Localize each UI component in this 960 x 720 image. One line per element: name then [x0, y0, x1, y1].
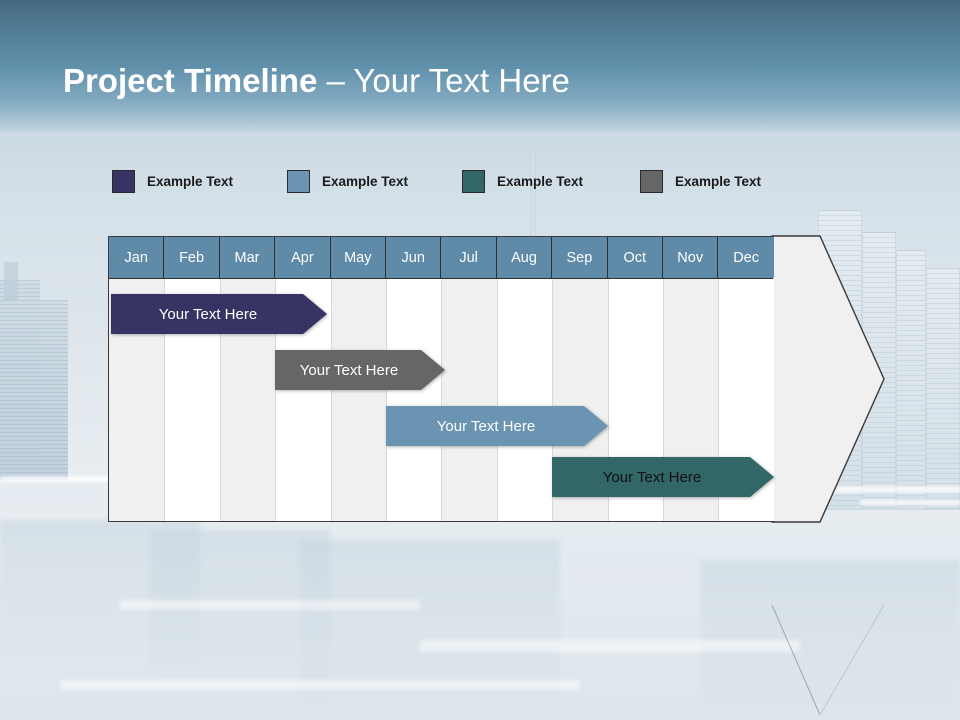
column-separator	[164, 278, 166, 521]
month-label: Oct	[623, 249, 647, 266]
month-header-jul: Jul	[441, 237, 497, 278]
column-separator	[607, 278, 609, 521]
legend-item-label: Example Text	[147, 173, 234, 189]
legend-swatch-teal	[462, 169, 485, 193]
timeline-grid: Jan Feb Mar Apr May Jun Jul Aug Sep Oct …	[108, 236, 774, 522]
task-bar-1[interactable]: Your Text Here	[111, 294, 327, 334]
month-column-mar	[219, 237, 276, 521]
header-band	[0, 0, 960, 140]
skyline-building	[896, 250, 926, 510]
column-separator	[552, 278, 554, 521]
month-header-jan: Jan	[109, 237, 165, 278]
water-reflection	[420, 640, 800, 652]
column-separator	[496, 278, 498, 521]
shoreline	[0, 476, 120, 482]
skyline-building	[0, 280, 40, 480]
task-bar-3[interactable]: Your Text Here	[386, 406, 608, 446]
month-label: Nov	[677, 249, 704, 266]
month-column-jul	[441, 237, 497, 521]
water-reflection	[300, 540, 560, 720]
legend-item[interactable]: Example Text	[640, 168, 761, 194]
month-label: Jan	[124, 249, 148, 266]
month-header-feb: Feb	[164, 237, 220, 278]
month-label: Mar	[234, 249, 260, 266]
month-label: Aug	[511, 249, 537, 266]
month-header-sep: Sep	[552, 237, 608, 278]
month-label: Sep	[566, 249, 593, 266]
month-column-aug	[496, 237, 553, 521]
task-bar-shape	[386, 406, 608, 446]
skyline-building	[40, 300, 68, 480]
column-separator	[441, 278, 443, 521]
month-header-mar: Mar	[219, 237, 276, 278]
legend-item-label: Example Text	[322, 173, 409, 189]
skyline-building	[530, 150, 536, 260]
legend-item[interactable]: Example Text	[287, 168, 408, 194]
water-reflection	[60, 680, 580, 690]
month-header-oct: Oct	[607, 237, 663, 278]
arrowhead-reflection	[771, 604, 885, 716]
month-header-jun: Jun	[386, 237, 442, 278]
shoreline	[860, 500, 960, 505]
month-label: May	[344, 249, 372, 266]
header-underline	[109, 278, 773, 279]
column-separator	[718, 278, 720, 521]
month-header-dec: Dec	[718, 237, 774, 278]
task-bar-shape	[275, 350, 445, 390]
legend-item[interactable]: Example Text	[462, 168, 583, 194]
page-title-bold: Project Timeline	[63, 62, 318, 99]
page-title-rest: – Your Text Here	[317, 62, 570, 99]
timeline-chart: Jan Feb Mar Apr May Jun Jul Aug Sep Oct …	[108, 235, 885, 716]
skyline-building	[4, 262, 18, 300]
legend-swatch-gray	[640, 169, 663, 193]
month-label: Apr	[291, 249, 314, 266]
legend-item-label: Example Text	[675, 173, 762, 189]
task-bar-shape	[552, 457, 774, 497]
legend-swatch-navy	[112, 169, 135, 193]
column-separator	[330, 278, 332, 521]
month-header-apr: Apr	[275, 237, 331, 278]
month-label: Jun	[401, 249, 425, 266]
column-separator	[275, 278, 277, 521]
page-title: Project Timeline – Your Text Here	[63, 60, 570, 102]
column-separator	[219, 278, 221, 521]
legend: Example Text Example Text Example Text E…	[112, 168, 812, 194]
legend-item[interactable]: Example Text	[112, 168, 233, 194]
water-reflection	[120, 600, 420, 610]
legend-swatch-lightblue	[287, 169, 310, 193]
timeline-arrowhead	[771, 235, 885, 523]
skyline-building	[926, 268, 960, 510]
legend-item-label: Example Text	[497, 173, 584, 189]
month-header-may: May	[330, 237, 386, 278]
shoreline	[760, 486, 960, 493]
task-bar-2[interactable]: Your Text Here	[275, 350, 445, 390]
month-header-nov: Nov	[663, 237, 719, 278]
month-label: Dec	[733, 249, 759, 266]
month-header-aug: Aug	[496, 237, 553, 278]
month-label: Feb	[179, 249, 205, 266]
task-bar-4[interactable]: Your Text Here	[552, 457, 774, 497]
column-separator	[386, 278, 387, 521]
month-column-jan	[109, 237, 165, 521]
column-separator	[663, 278, 664, 521]
month-column-feb	[164, 237, 220, 521]
task-bar-shape	[111, 294, 327, 334]
month-label: Jul	[459, 249, 478, 266]
